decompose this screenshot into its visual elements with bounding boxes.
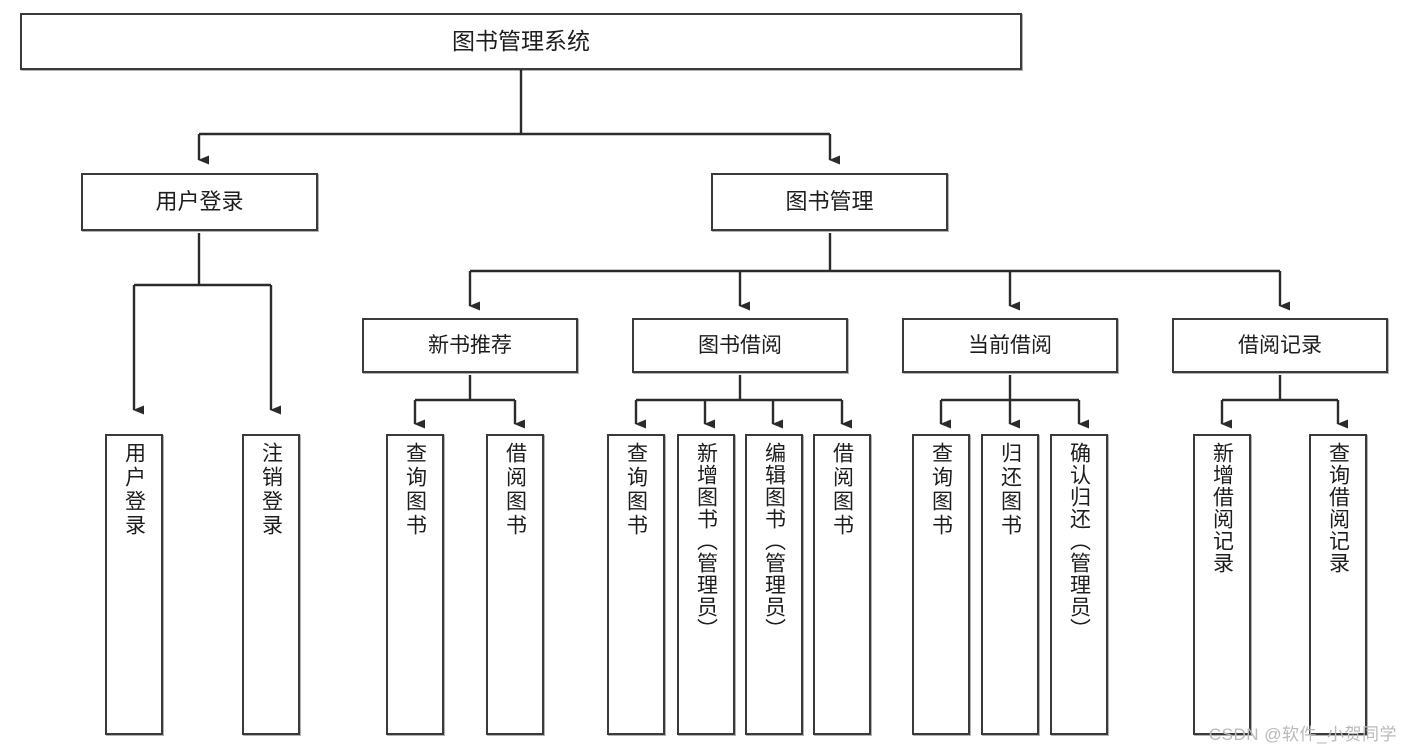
node-book-management-system[interactable]: 图书管理系统 (20, 13, 1022, 70)
node-label: 新增借阅记录 (1210, 442, 1234, 574)
node-label: 归还图书 (998, 442, 1022, 538)
node-label: 图书管理 (785, 188, 874, 214)
node-user-login[interactable]: 用户登录 (81, 173, 318, 231)
leaf-borrow-book-borrowing[interactable]: 借阅图书 (813, 434, 871, 735)
node-label: 注销登录 (259, 442, 283, 538)
node-new-book-recommendation[interactable]: 新书推荐 (362, 318, 578, 373)
leaf-edit-book-admin[interactable]: 编辑图书（管理员） (745, 434, 803, 735)
csdn-watermark: CSDN @软件_小贺同学 (1208, 725, 1397, 744)
leaf-query-book-borrowing[interactable]: 查询图书 (607, 434, 665, 735)
node-label: 借阅图书 (503, 442, 527, 538)
node-label: 图书借阅 (698, 333, 782, 357)
node-label: 确认归还（管理员） (1067, 442, 1091, 640)
node-label: 查询图书 (403, 442, 427, 538)
node-label: 当前借阅 (968, 333, 1052, 357)
node-label: 借阅记录 (1238, 333, 1322, 357)
leaf-query-book-new-recommendation[interactable]: 查询图书 (386, 434, 444, 735)
leaf-borrow-book-new-recommendation[interactable]: 借阅图书 (486, 434, 544, 735)
node-label: 新增图书（管理员） (694, 442, 718, 640)
node-label: 借阅图书 (830, 442, 854, 538)
node-label: 查询借阅记录 (1326, 442, 1350, 574)
node-book-management[interactable]: 图书管理 (711, 173, 948, 231)
leaf-add-book-admin[interactable]: 新增图书（管理员） (677, 434, 735, 735)
node-borrowing-record[interactable]: 借阅记录 (1172, 318, 1388, 373)
node-label: 用户登录 (122, 442, 146, 538)
leaf-confirm-return-admin[interactable]: 确认归还（管理员） (1050, 434, 1108, 735)
leaf-query-borrowing-record[interactable]: 查询借阅记录 (1309, 434, 1367, 735)
leaf-query-book-current[interactable]: 查询图书 (912, 434, 970, 735)
node-current-borrowing[interactable]: 当前借阅 (902, 318, 1118, 373)
node-book-borrowing[interactable]: 图书借阅 (632, 318, 848, 373)
node-label: 用户登录 (155, 188, 244, 214)
node-label: 编辑图书（管理员） (762, 442, 786, 640)
leaf-add-borrowing-record[interactable]: 新增借阅记录 (1193, 434, 1251, 735)
leaf-logout-login[interactable]: 注销登录 (242, 434, 300, 735)
node-label: 图书管理系统 (452, 27, 590, 54)
node-label: 新书推荐 (428, 333, 512, 357)
node-label: 查询图书 (624, 442, 648, 538)
leaf-return-book[interactable]: 归还图书 (981, 434, 1039, 735)
node-label: 查询图书 (929, 442, 953, 538)
leaf-user-login[interactable]: 用户登录 (105, 434, 163, 735)
